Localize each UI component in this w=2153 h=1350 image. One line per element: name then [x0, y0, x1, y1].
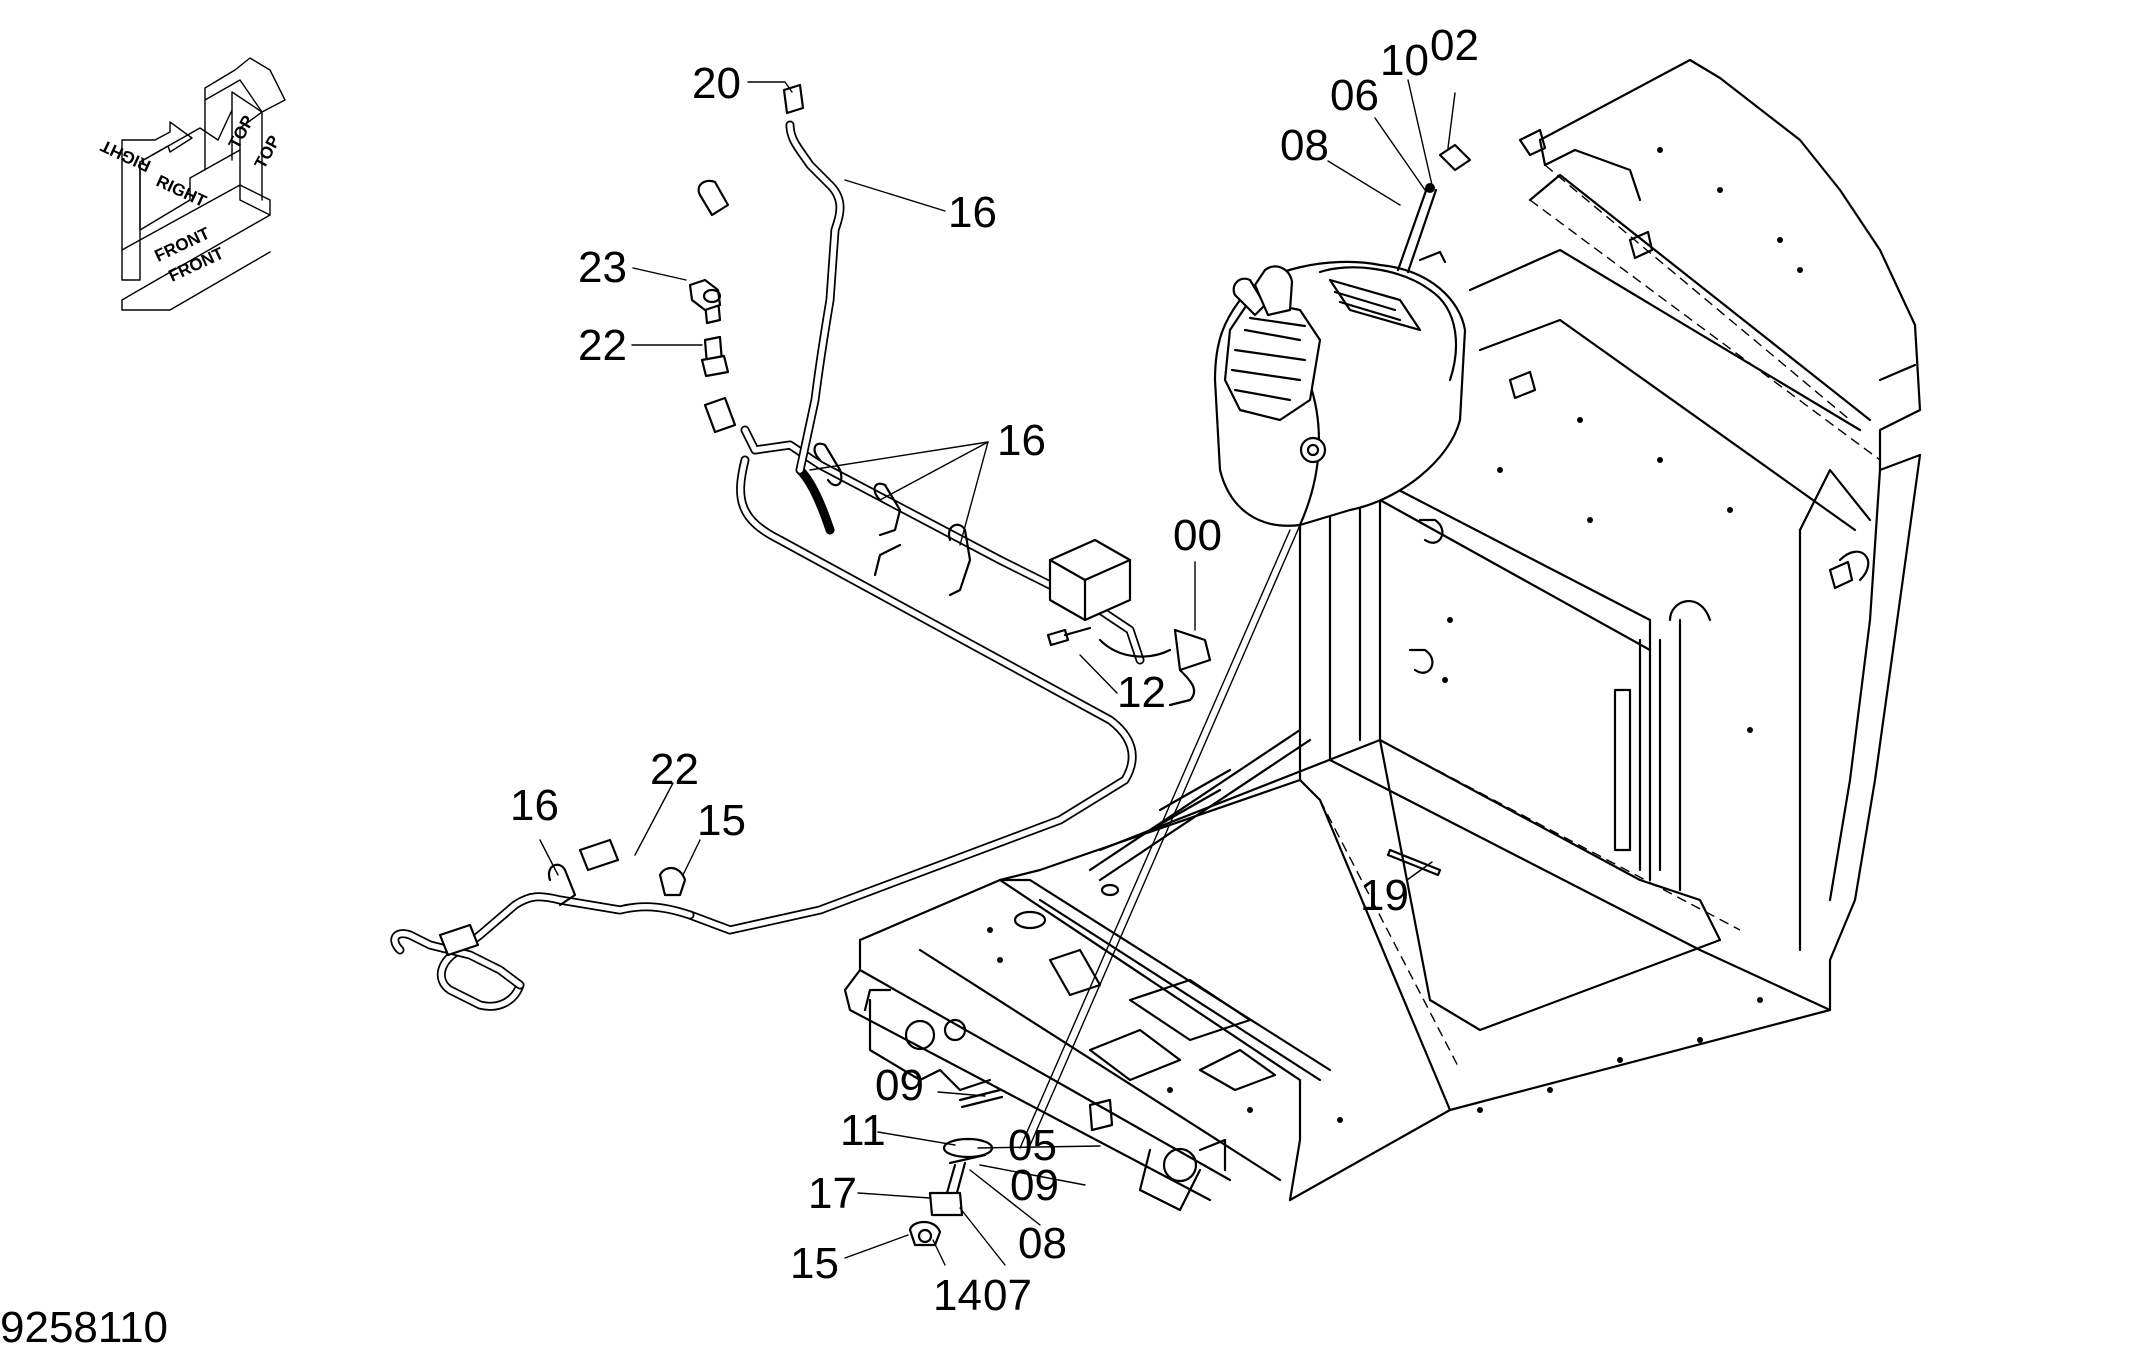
drawing-number: 9258110 — [0, 1303, 168, 1345]
callout-16-middle: 16 — [997, 416, 1046, 465]
callout-12: 12 — [1117, 668, 1166, 717]
callout-23: 23 — [578, 243, 627, 292]
callout-22-lower: 22 — [650, 745, 699, 794]
callout-10: 10 — [1380, 36, 1429, 85]
callout-09-upper: 09 — [875, 1061, 924, 1110]
loose-sensors — [688, 278, 730, 378]
callout-22-upper: 22 — [578, 321, 627, 370]
callout-16-upper: 16 — [948, 188, 997, 237]
callout-05: 05 — [1008, 1121, 1057, 1170]
orientation-icon: TOP TOP RIGHT RIGHT FRONT FRONT — [97, 57, 286, 311]
wiring-harness — [390, 83, 1212, 1011]
mounting-holes — [987, 147, 1803, 1123]
lower-lever-stack — [908, 1088, 1004, 1247]
link-rod — [1019, 524, 1301, 1151]
callout-14: 14 — [933, 1271, 982, 1320]
callout-11: 11 — [840, 1106, 886, 1155]
callout-19: 19 — [1360, 871, 1409, 920]
callout-17: 17 — [808, 1169, 857, 1218]
control-console — [1213, 250, 1467, 527]
cab-frame — [843, 58, 1922, 1212]
leader-lines — [539, 79, 1456, 1266]
callout-02: 02 — [1430, 21, 1479, 70]
callouts: 20 16 23 22 16 00 12 16 22 15 02 10 06 0… — [510, 21, 1479, 1320]
orientation-label-top-b: TOP — [251, 132, 284, 172]
callout-16-lower: 16 — [510, 781, 559, 830]
callout-08-upper: 08 — [1280, 121, 1329, 170]
orientation-label-right-a: RIGHT — [97, 136, 154, 176]
callout-15-lower: 15 — [790, 1239, 839, 1288]
callout-06: 06 — [1330, 71, 1379, 120]
callout-15-upper: 15 — [697, 796, 746, 845]
callout-08-lower: 08 — [1018, 1219, 1067, 1268]
callout-20: 20 — [692, 59, 741, 108]
callout-09-lower: 09 — [1010, 1161, 1059, 1210]
callout-00: 00 — [1173, 511, 1222, 560]
seat-switch-rod — [1396, 143, 1472, 274]
callout-07: 07 — [983, 1271, 1032, 1320]
